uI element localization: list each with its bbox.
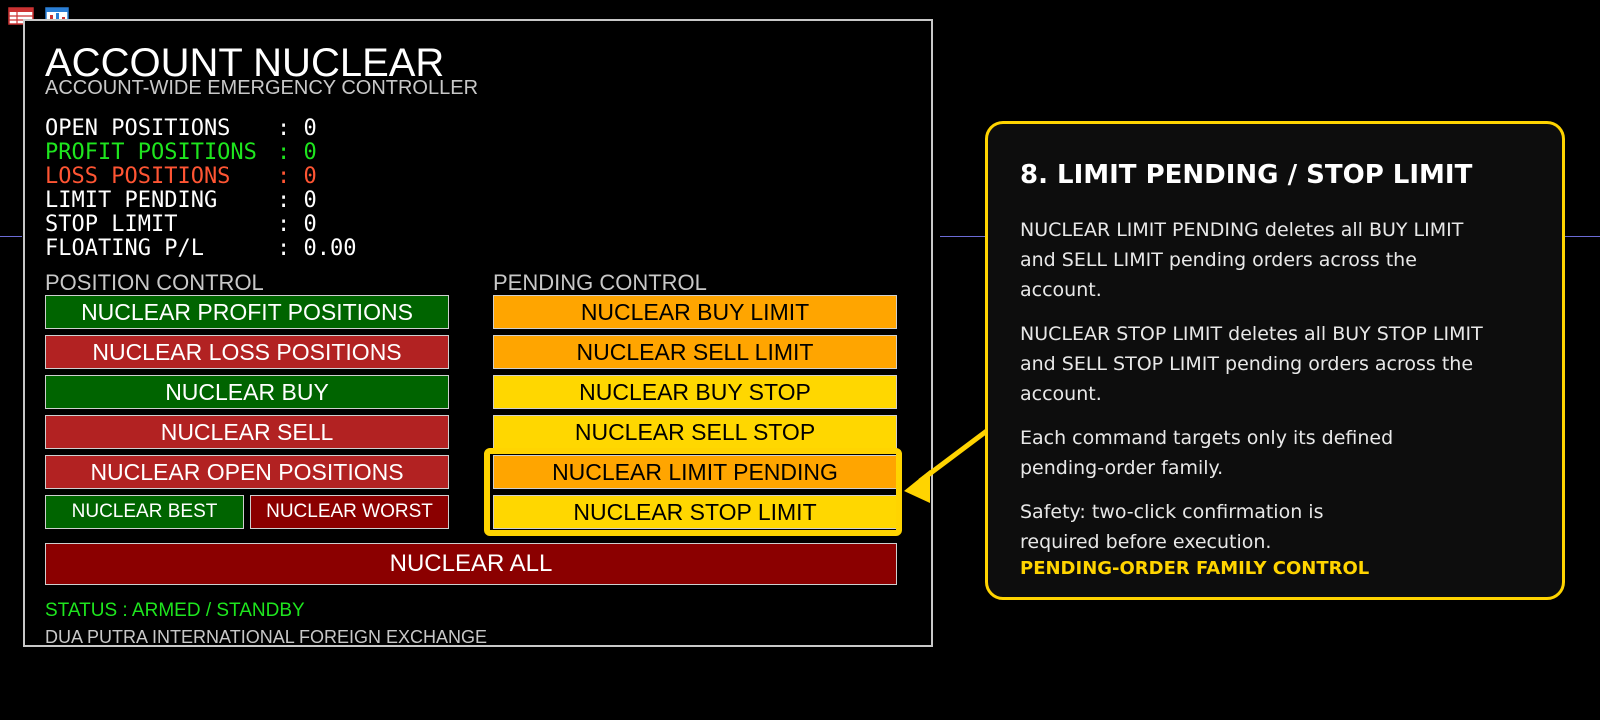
nuclear-profit-positions-button[interactable]: NUCLEAR PROFIT POSITIONS [45, 295, 449, 329]
nuclear-sell-limit-button[interactable]: NUCLEAR SELL LIMIT [493, 335, 897, 369]
stat-floating-pl: FLOATING P/L: 0.00 [45, 236, 357, 261]
stats-list: OPEN POSITIONS: 0 PROFIT POSITIONS: 0 LO… [45, 117, 356, 261]
stat-stop-limit: STOP LIMIT: 0 [45, 212, 317, 237]
callout-tag: PENDING-ORDER FAMILY CONTROL [1020, 558, 1370, 579]
stat-open-positions: OPEN POSITIONS: 0 [45, 116, 317, 141]
nuclear-open-positions-button[interactable]: NUCLEAR OPEN POSITIONS [45, 455, 449, 489]
status-text: STATUS : ARMED / STANDBY [45, 600, 305, 621]
nuclear-limit-pending-button[interactable]: NUCLEAR LIMIT PENDING [493, 455, 897, 489]
callout-paragraph: NUCLEAR LIMIT PENDING deletes all BUY LI… [1020, 219, 1464, 301]
price-line-mid [940, 236, 985, 237]
stat-limit-pending: LIMIT PENDING: 0 [45, 188, 317, 213]
nuclear-worst-button[interactable]: NUCLEAR WORST [250, 495, 449, 529]
nuclear-sell-button[interactable]: NUCLEAR SELL [45, 415, 449, 449]
panel-subtitle: ACCOUNT-WIDE EMERGENCY CONTROLLER [45, 77, 479, 99]
nuclear-buy-button[interactable]: NUCLEAR BUY [45, 375, 449, 409]
nuclear-stop-limit-button[interactable]: NUCLEAR STOP LIMIT [493, 495, 897, 529]
stat-loss-positions: LOSS POSITIONS: 0 [45, 164, 317, 189]
callout-paragraph: NUCLEAR STOP LIMIT deletes all BUY STOP … [1020, 323, 1483, 405]
callout-paragraph: Safety: two-click confirmation is requir… [1020, 501, 1324, 553]
price-line-left [0, 236, 22, 237]
nuclear-all-button[interactable]: NUCLEAR ALL [45, 543, 897, 585]
nuclear-buy-stop-button[interactable]: NUCLEAR BUY STOP [493, 375, 897, 409]
callout-arrow [904, 428, 990, 503]
nuclear-loss-positions-button[interactable]: NUCLEAR LOSS POSITIONS [45, 335, 449, 369]
position-control-label: POSITION CONTROL [45, 270, 264, 295]
nuclear-sell-stop-button[interactable]: NUCLEAR SELL STOP [493, 415, 897, 449]
explanation-callout: 8. LIMIT PENDING / STOP LIMIT NUCLEAR LI… [985, 121, 1565, 600]
nuclear-best-button[interactable]: NUCLEAR BEST [45, 495, 244, 529]
callout-paragraph: Each command targets only its defined pe… [1020, 427, 1394, 479]
stat-profit-positions: PROFIT POSITIONS: 0 [45, 140, 317, 165]
account-nuclear-panel: ACCOUNT NUCLEAR ACCOUNT-WIDE EMERGENCY C… [23, 19, 933, 647]
pending-control-label: PENDING CONTROL [493, 270, 707, 295]
panel-title: ACCOUNT NUCLEAR [45, 41, 445, 85]
nuclear-buy-limit-button[interactable]: NUCLEAR BUY LIMIT [493, 295, 897, 329]
footer-text: DUA PUTRA INTERNATIONAL FOREIGN EXCHANGE [45, 627, 488, 647]
callout-title: 8. LIMIT PENDING / STOP LIMIT [1020, 160, 1473, 190]
price-line-right [1565, 236, 1600, 237]
